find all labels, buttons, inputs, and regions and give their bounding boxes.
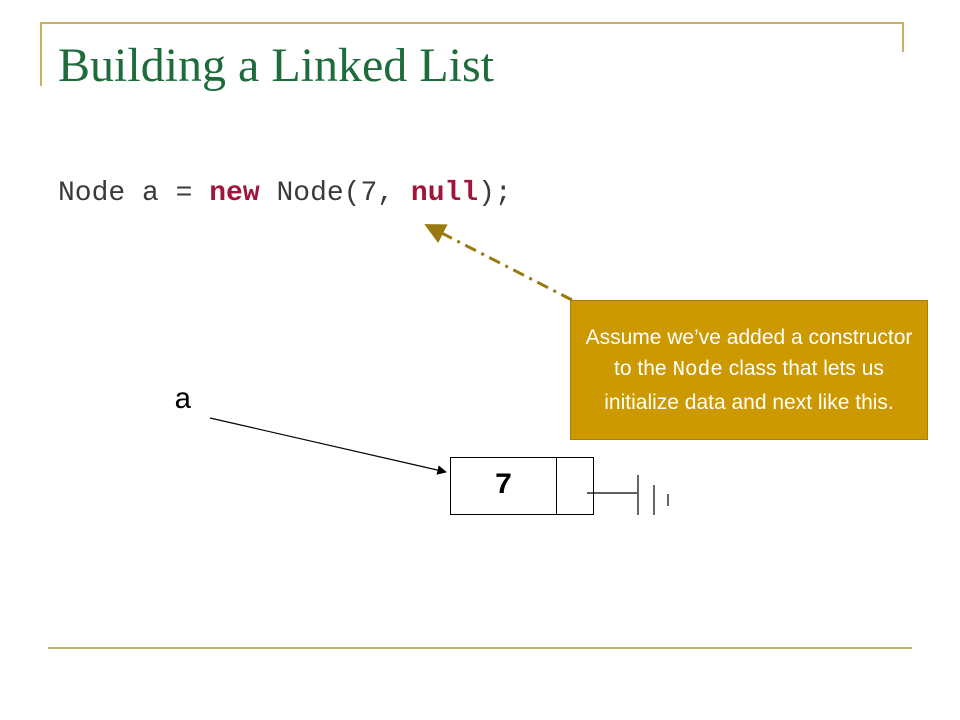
null-ground-symbol: [587, 475, 669, 515]
node-next-cell: [557, 458, 593, 514]
variable-label: a: [174, 384, 193, 418]
callout-text: Assume we’ve added a constructor to the …: [581, 322, 917, 419]
code-line: Node a = new Node(7, null);: [58, 178, 512, 209]
callout-text-after: class that lets us initialize data and n…: [604, 357, 894, 414]
frame-line-top: [40, 22, 904, 24]
code-text-middle: Node(7,: [259, 178, 411, 209]
constructor-callout: Assume we’ve added a constructor to the …: [570, 300, 928, 440]
frame-line-left: [40, 22, 42, 86]
reference-arrow: [209, 417, 447, 475]
node-data-cell: 7: [451, 458, 557, 514]
callout-pointer-arrow: [424, 224, 573, 302]
frame-line-bottom: [48, 647, 912, 649]
code-text-start: Node a =: [58, 178, 210, 209]
callout-text-before: Assume we’ve added a constructor to the: [585, 325, 913, 381]
callout-code-word: Node: [672, 359, 723, 383]
keyword-new: new: [209, 178, 260, 209]
code-text-end: );: [478, 178, 512, 209]
frame-line-right: [902, 22, 904, 52]
keyword-null: null: [410, 178, 479, 209]
slide-title: Building a Linked List: [58, 39, 494, 92]
list-node: 7: [450, 457, 594, 515]
